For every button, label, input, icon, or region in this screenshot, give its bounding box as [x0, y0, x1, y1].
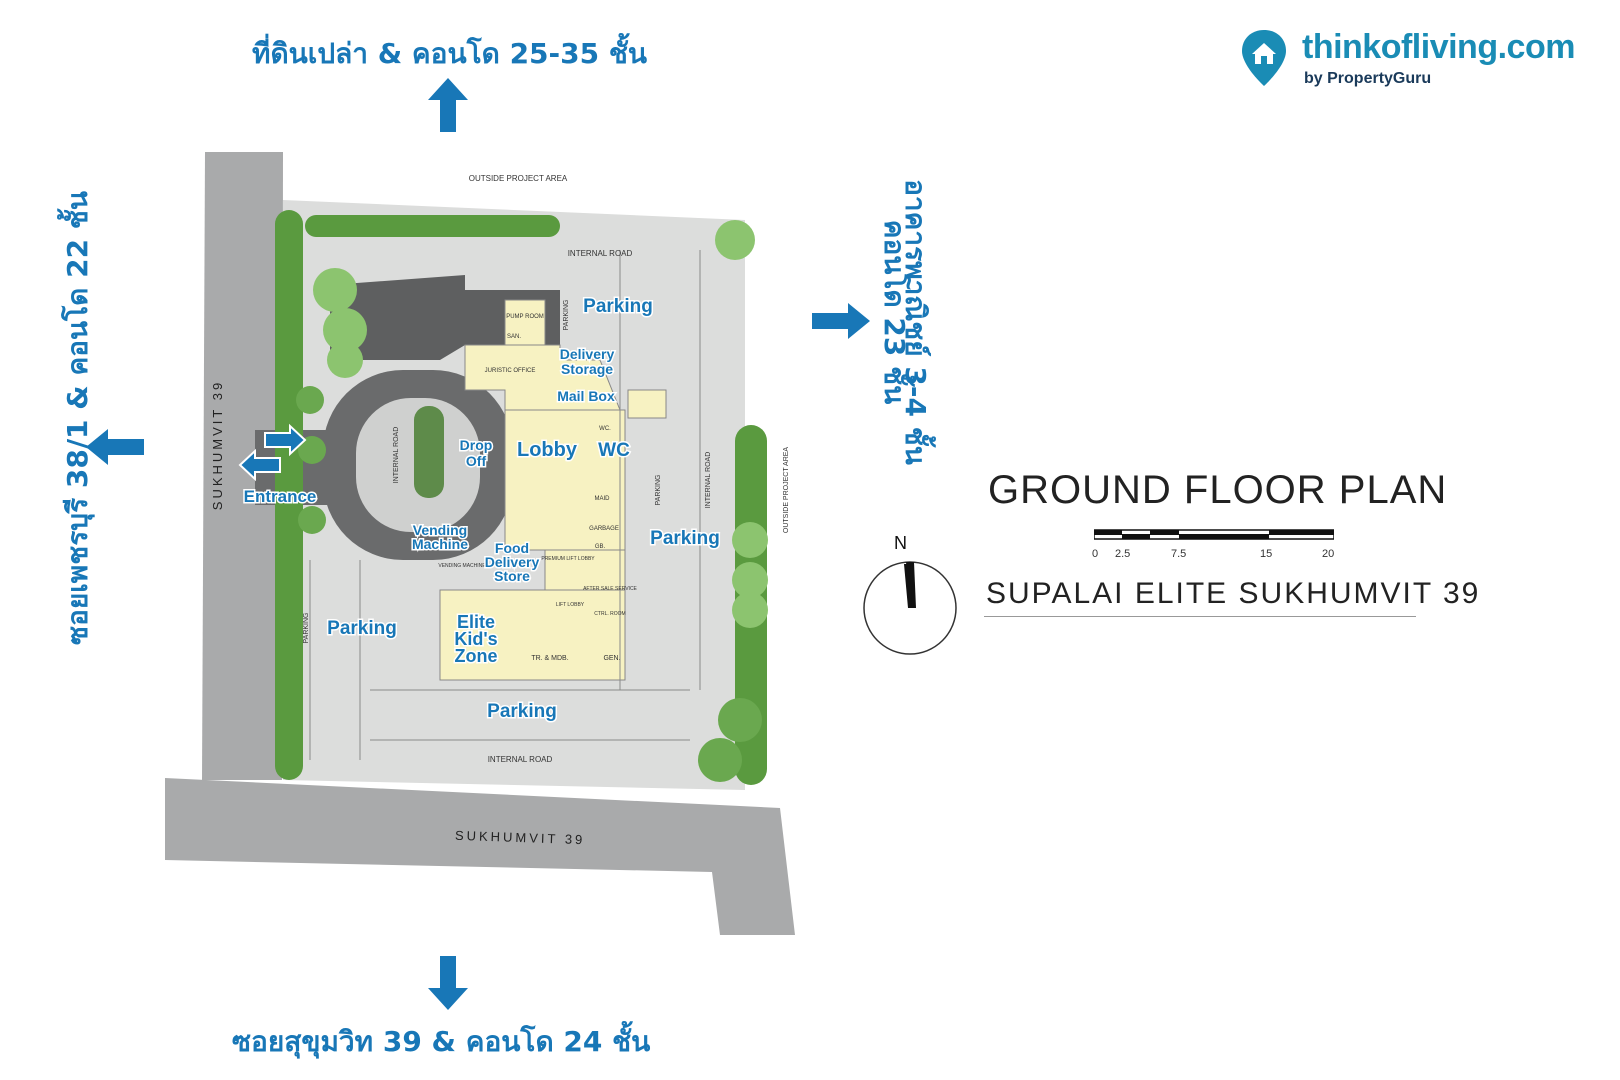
north-arrow-icon	[428, 78, 468, 132]
drop-off-island	[414, 406, 444, 498]
parking-stalls	[309, 250, 701, 760]
kids-zone-callout-2: Kid's	[454, 629, 497, 649]
dark-paved-area	[330, 275, 560, 360]
landscape-trees	[275, 210, 768, 785]
lobby-callout: Lobby	[517, 439, 578, 461]
mail-box-callout: Mail Box	[557, 388, 615, 404]
parking-callout-3: Parking	[327, 618, 397, 639]
lift-lobby: LIFT LOBBY	[556, 602, 585, 608]
outside-project-right: OUTSIDE PROJECT AREA	[783, 447, 790, 534]
food-delivery-callout-2: Delivery	[485, 554, 540, 570]
road-bottom-label: SUKHUMVIT 39	[455, 828, 586, 848]
parking-callout-4: Parking	[487, 701, 557, 722]
road-left-label: SUKHUMVIT 39	[210, 380, 225, 510]
food-delivery-callout-3: Store	[494, 568, 530, 584]
parking-small-2: PARKING	[655, 475, 662, 506]
vending-small: VENDING MACHINE	[438, 563, 486, 569]
outside-project-top: OUTSIDE PROJECT AREA	[469, 174, 568, 183]
food-delivery-callout-1: Food	[495, 540, 529, 556]
sukhumvit-road-bottom	[165, 778, 795, 935]
scale-label-15: 15	[1260, 548, 1273, 560]
north-direction-label: ที่ดินเปล่า & คอนโด 25-35 ชั้น	[252, 37, 648, 70]
project-name-underline	[984, 616, 1416, 617]
parking-small-3: PARKING	[303, 613, 310, 644]
scale-bar	[1094, 529, 1334, 540]
plan-title: GROUND FLOOR PLAN	[988, 468, 1448, 512]
internal-road-bottom: INTERNAL ROAD	[488, 755, 553, 764]
scale-label-20: 20	[1322, 548, 1335, 560]
garbage: GARBAGE	[589, 526, 619, 532]
drop-off-callout-2: Off	[466, 453, 487, 469]
juristic-office: JURISTIC OFFICE	[485, 368, 536, 374]
san: SAN.	[507, 334, 521, 340]
logo-wordmark: thinkofliving.com	[1302, 28, 1575, 66]
after-sale: AFTER SALE SERVICE	[583, 586, 637, 592]
brand-logo[interactable]: thinkofliving.com by PropertyGuru	[1240, 26, 1580, 96]
premium-lift-lobby: PREMIUM LIFT LOBBY	[541, 556, 595, 562]
wc-callout: WC	[598, 440, 630, 461]
internal-road-center: INTERNAL ROAD	[393, 427, 400, 484]
ctrl-room: CTRL. ROOM	[594, 611, 625, 617]
compass-icon	[863, 561, 957, 655]
entrance-arrows-icon	[238, 423, 307, 482]
kids-zone-callout-1: Elite	[457, 612, 495, 632]
map-pin-house-icon	[1242, 30, 1286, 86]
drop-off-callout-1: Drop	[460, 437, 493, 453]
logo-byline: by PropertyGuru	[1304, 70, 1432, 87]
wc-small: WC.	[599, 426, 611, 432]
site-plan-map: OUTSIDE PROJECT AREA INTERNAL ROAD INTER…	[165, 152, 795, 935]
delivery-storage-callout-2: Storage	[561, 361, 613, 377]
east-direction-label-2: คอนโด 23 ชั้น	[878, 219, 911, 405]
internal-road-right: INTERNAL ROAD	[705, 452, 712, 509]
south-arrow-icon	[428, 956, 468, 1010]
pump-room: PUMP ROOM	[506, 314, 544, 320]
scale-label-7-5: 7.5	[1171, 548, 1187, 560]
tr-mdb: TR. & MDB.	[531, 655, 568, 662]
kids-zone-callout-3: Zone	[455, 646, 498, 666]
internal-road-top: INTERNAL ROAD	[568, 249, 633, 258]
vending-callout-2: Machine	[412, 536, 468, 552]
parking-small-1: PARKING	[563, 300, 570, 331]
vending-callout-1: Vending	[413, 522, 467, 538]
gb: GB.	[595, 544, 606, 550]
stair-block	[627, 389, 667, 419]
parking-callout-2: Parking	[650, 528, 720, 549]
parking-callout-1: Parking	[583, 296, 653, 317]
east-arrow-icon	[812, 303, 870, 339]
scale-label-0: 0	[1092, 548, 1099, 560]
north-label: N	[894, 533, 907, 553]
delivery-storage-callout-1: Delivery	[560, 346, 615, 362]
maid: MAID	[595, 496, 611, 502]
building-footprint	[439, 299, 626, 681]
entrance-callout: Entrance	[244, 487, 317, 506]
south-direction-label: ซอยสุขุมวิท 39 & คอนโด 24 ชั้น	[232, 1025, 651, 1058]
project-name: SUPALAI ELITE SUKHUMVIT 39	[986, 577, 1481, 610]
scale-label-2-5: 2.5	[1115, 548, 1131, 560]
west-arrow-icon	[86, 429, 144, 465]
gen: GEN.	[603, 655, 620, 662]
